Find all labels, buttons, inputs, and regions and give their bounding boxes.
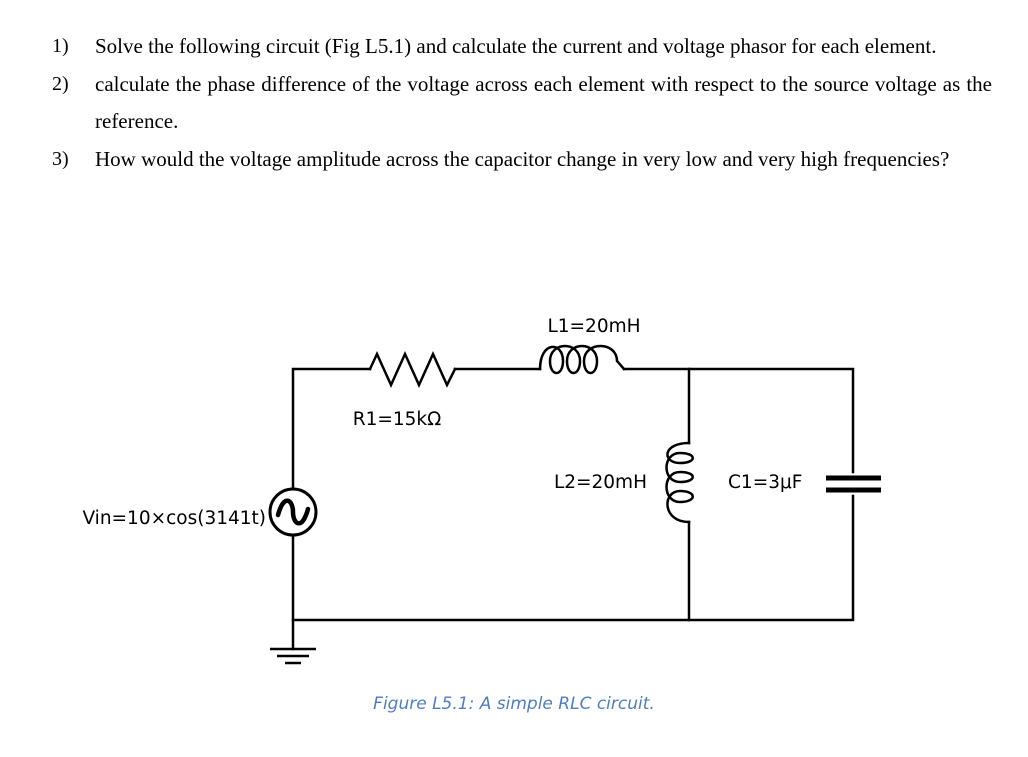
- question-number: 2): [52, 72, 69, 95]
- question-2: 2) calculate the phase difference of the…: [52, 66, 992, 141]
- inductor-l2: [665, 441, 694, 524]
- question-text: How would the voltage amplitude across t…: [95, 146, 950, 171]
- question-list: 1) Solve the following circuit (Fig L5.1…: [52, 28, 992, 178]
- resistor-r1: [368, 350, 457, 389]
- inductor-l1: [538, 344, 626, 375]
- source-label: Vin=10×cos(3141t): [82, 508, 266, 529]
- c1-label: C1=3μF: [728, 472, 802, 493]
- question-number: 1): [52, 35, 69, 57]
- question-text: Solve the following circuit (Fig L5.1) a…: [95, 34, 937, 58]
- question-number: 3): [52, 147, 69, 170]
- question-text: calculate the phase difference of the vo…: [95, 71, 992, 134]
- l2-label: L2=20mH: [554, 472, 647, 493]
- figure-caption: Figure L5.1: A simple RLC circuit.: [373, 694, 655, 714]
- capacitor-c1: [826, 475, 881, 493]
- circuit-wires: [291, 367, 855, 651]
- r1-label: R1=15kΩ: [353, 409, 442, 430]
- question-1: 1) Solve the following circuit (Fig L5.1…: [52, 28, 992, 66]
- ground-icon: [270, 647, 316, 665]
- l1-label: L1=20mH: [547, 316, 640, 337]
- ac-source-icon: [268, 487, 318, 537]
- question-3: 3) How would the voltage amplitude acros…: [52, 141, 992, 179]
